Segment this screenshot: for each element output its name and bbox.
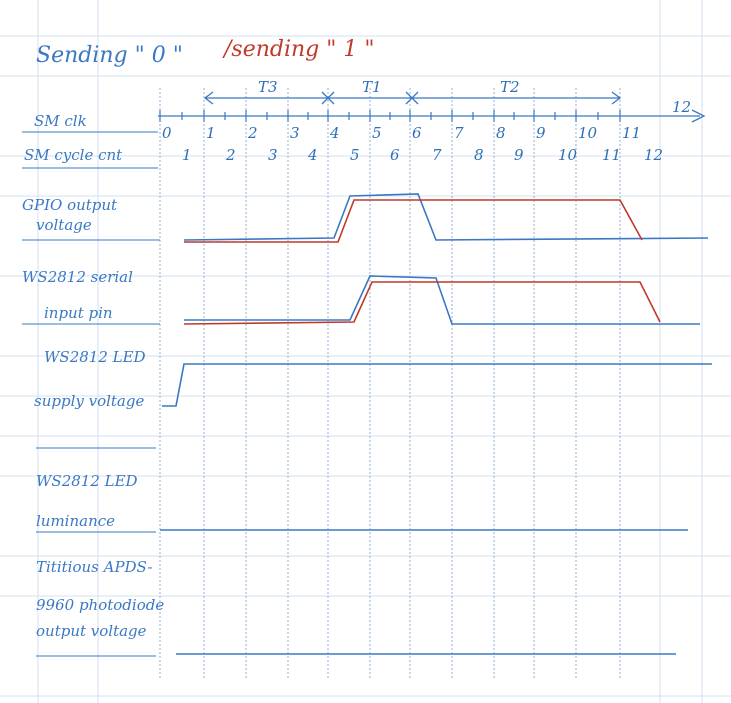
cycle-count-label-0: 1 <box>182 146 192 164</box>
clk-tick-label-9: 9 <box>536 124 546 142</box>
timing-dotted-lines <box>159 88 621 680</box>
t2-arrow <box>412 91 622 105</box>
cycle-count-label-1: 2 <box>225 146 236 164</box>
ws2812-input-waveform <box>183 275 700 325</box>
label-t3: T3 <box>258 78 278 96</box>
led-supply-waveform <box>162 363 712 407</box>
gpio-waveform <box>183 193 709 243</box>
label-ws-input-2: input pin <box>44 304 113 322</box>
clk-tick-label-10: 10 <box>578 124 598 142</box>
clk-tick-label-5: 5 <box>372 124 382 142</box>
clk-tick-label-2: 2 <box>247 124 258 142</box>
label-ws-input-1: WS2812 serial <box>22 268 133 286</box>
cycle-count-label-10: 11 <box>602 146 621 164</box>
clk-tick-label-7: 7 <box>454 124 464 142</box>
clk-tick-label-11: 11 <box>622 124 641 142</box>
cycle-count-label-3: 4 <box>307 146 318 164</box>
label-led-supply-2: supply voltage <box>34 392 144 410</box>
label-led-supply-1: WS2812 LED <box>44 348 146 366</box>
label-led-lum-1: WS2812 LED <box>36 472 138 490</box>
cycle-count-label-2: 3 <box>268 146 278 164</box>
clk-tick-label-12: 12 <box>672 98 691 116</box>
cycle-count-label-4: 5 <box>350 146 360 164</box>
sm-clk-axis <box>158 109 706 123</box>
input-blue-trace <box>184 275 700 325</box>
clk-tick-label-6: 6 <box>412 124 422 142</box>
gpio-red-trace <box>184 199 643 243</box>
gpio-blue-trace <box>183 193 709 241</box>
cycle-count-label-8: 9 <box>514 146 524 164</box>
t3-arrow <box>203 91 335 105</box>
cycle-count-label-9: 10 <box>558 146 578 164</box>
clk-tick-label-3: 3 <box>290 124 300 142</box>
input-red-trace <box>183 281 661 325</box>
cycle-count-label-11: 12 <box>644 146 663 164</box>
cycle-count-label-5: 6 <box>390 146 400 164</box>
cycle-count-label-7: 8 <box>474 146 484 164</box>
clk-tick-label-0: 0 <box>162 124 172 142</box>
clk-tick-label-4: 4 <box>329 124 340 142</box>
timing-arrows <box>203 91 622 105</box>
title-sending-1: /sending " 1 " <box>222 37 374 62</box>
sm-clk-ticks <box>159 110 621 122</box>
label-sm-cycle-cnt: SM cycle cnt <box>24 146 123 164</box>
cycle-count-label-6: 7 <box>432 146 442 164</box>
label-t2: T2 <box>500 78 520 96</box>
label-t1: T1 <box>362 78 382 96</box>
label-photo-1: Tititious APDS- <box>36 558 152 576</box>
label-led-lum-2: luminance <box>36 512 115 530</box>
label-gpio-2: voltage <box>36 216 92 234</box>
title-sending-0: Sending " 0 " <box>36 43 183 68</box>
label-photo-2: 9960 photodiode <box>36 596 164 614</box>
label-photo-3: output voltage <box>36 622 147 640</box>
label-gpio-1: GPIO output <box>22 196 118 214</box>
label-sm-clk: SM clk <box>34 112 87 130</box>
clk-tick-label-1: 1 <box>206 124 216 142</box>
clk-tick-label-8: 8 <box>496 124 506 142</box>
